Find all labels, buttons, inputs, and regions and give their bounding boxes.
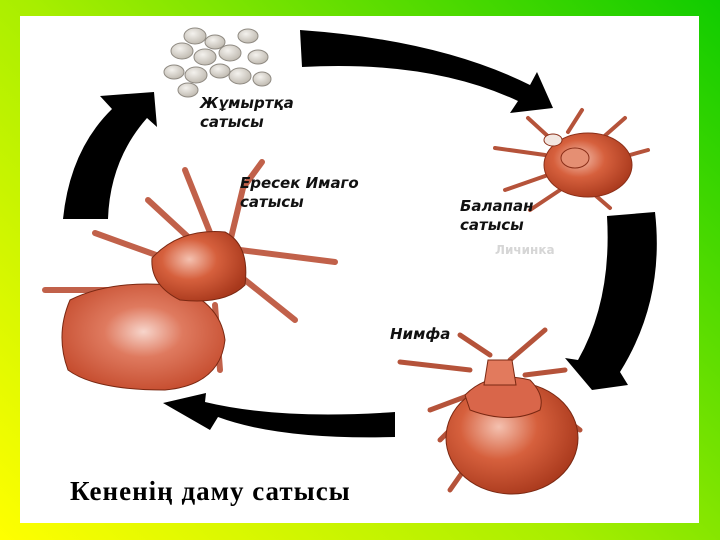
egg-label-line1: Жұмыртқа bbox=[200, 94, 294, 112]
arrow-nymph-to-adult-icon bbox=[163, 393, 395, 438]
larva-tick-icon bbox=[493, 108, 650, 212]
faded-larva-text: Личинка bbox=[495, 243, 555, 257]
stage-label-adult: Ересек Имаго сатысы bbox=[240, 174, 359, 212]
nymph-label-line1: Нимфа bbox=[390, 325, 451, 343]
larva-label-line2: сатысы bbox=[460, 216, 524, 234]
stage-label-egg: Жұмыртқа сатысы bbox=[200, 94, 294, 132]
nymph-tick-icon bbox=[397, 327, 583, 495]
egg-cluster-icon bbox=[163, 27, 272, 98]
arrow-adult-to-egg-icon bbox=[63, 92, 157, 219]
adult-tick-icon bbox=[42, 159, 338, 391]
arrow-larva-to-nymph-icon bbox=[565, 212, 657, 390]
stage-label-larva: Балапан сатысы bbox=[460, 197, 534, 235]
adult-label-line1: Ересек Имаго bbox=[240, 174, 359, 192]
adult-label-line2: сатысы bbox=[240, 193, 304, 211]
arrow-egg-to-larva-icon bbox=[300, 30, 553, 113]
stage-label-nymph: Нимфа bbox=[390, 325, 450, 344]
diagram-title: Кененің даму сатысы bbox=[70, 476, 351, 506]
egg-label-line2: сатысы bbox=[200, 113, 264, 131]
larva-label-line1: Балапан bbox=[460, 197, 534, 215]
